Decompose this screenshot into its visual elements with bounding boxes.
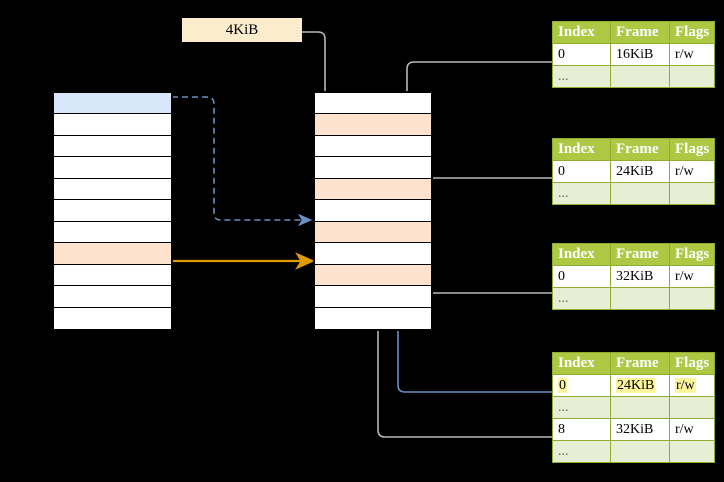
column-header-index: Index (552, 138, 611, 161)
physical-frame-row (315, 93, 431, 115)
highlighted-value: 24KiB (616, 377, 656, 393)
table-cell: 24KiB (610, 160, 670, 183)
virtual-address-space-column (52, 91, 173, 331)
highlighted-value: r/w (675, 377, 696, 393)
table-cell: ... (552, 65, 611, 88)
physical-frame-row (315, 243, 431, 265)
physical-frame-row (315, 114, 431, 136)
table-row: ... (552, 440, 715, 463)
table-cell (610, 287, 670, 310)
table-cell: ... (552, 287, 611, 310)
virtual-page-row (54, 286, 171, 308)
table-cell: 32KiB (610, 265, 670, 288)
table-row: ... (552, 287, 715, 310)
table-cell: 16KiB (610, 43, 670, 66)
table-row: 0 24KiB r/w (552, 374, 715, 397)
table-cell: 0 (552, 374, 611, 397)
table-row: ... (552, 182, 715, 205)
table-cell: ... (552, 182, 611, 205)
highlighted-value: 0 (558, 377, 567, 393)
table-cell: 0 (552, 43, 611, 66)
table-cell: ... (552, 396, 611, 419)
virtual-page-row (54, 93, 171, 115)
virtual-page-row (54, 114, 171, 136)
table-cell (669, 182, 715, 205)
virtual-page-row (54, 200, 171, 222)
table-cell: r/w (669, 160, 715, 183)
table-cell: 8 (552, 418, 611, 441)
physical-frame-row (315, 307, 431, 329)
physical-frame-row (315, 286, 431, 308)
table-cell (610, 396, 670, 419)
column-header-frame: Frame (610, 243, 670, 266)
column-header-flags: Flags (669, 21, 715, 44)
column-header-frame: Frame (610, 138, 670, 161)
table-cell: r/w (669, 418, 715, 441)
table-cell: ... (552, 440, 611, 463)
virtual-page-row (54, 135, 171, 158)
table-cell (610, 440, 670, 463)
physical-memory-column (313, 91, 433, 331)
physical-frame-row (315, 178, 431, 201)
table-row: ... (552, 65, 715, 88)
table-cell (669, 65, 715, 88)
wire-virtual-to-physical-dashed (172, 96, 313, 227)
wire-table2-to-frame (411, 177, 552, 213)
table-cell: r/w (669, 265, 715, 288)
table-cell: 24KiB (610, 374, 670, 397)
physical-frame-row (315, 221, 431, 244)
table-cell (610, 65, 670, 88)
virtual-page-row (54, 243, 171, 265)
column-header-index: Index (552, 21, 611, 44)
table-cell: 0 (552, 265, 611, 288)
physical-frame-row (315, 200, 431, 222)
column-header-frame: Frame (610, 352, 670, 375)
table-cell: r/w (669, 43, 715, 66)
virtual-page-row (54, 307, 171, 329)
table-row: ... (552, 396, 715, 419)
column-header-index: Index (552, 243, 611, 266)
table-cell (669, 440, 715, 463)
physical-frame-row (315, 264, 431, 287)
virtual-page-row (54, 221, 171, 244)
column-header-flags: Flags (669, 352, 715, 375)
table-cell (610, 182, 670, 205)
physical-frame-row (315, 135, 431, 158)
table-cell: 32KiB (610, 418, 670, 441)
table-cell (669, 287, 715, 310)
virtual-page-row (54, 178, 171, 201)
column-header-flags: Flags (669, 138, 715, 161)
table-cell: 0 (552, 160, 611, 183)
table-cell (669, 396, 715, 419)
virtual-page-row (54, 264, 171, 287)
column-header-frame: Frame (610, 21, 670, 44)
virtual-page-row (54, 157, 171, 179)
table-cell: r/w (669, 374, 715, 397)
column-header-flags: Flags (669, 243, 715, 266)
physical-frame-row (315, 157, 431, 179)
column-header-index: Index (552, 352, 611, 375)
frame-size-label: 4KiB (182, 18, 302, 42)
